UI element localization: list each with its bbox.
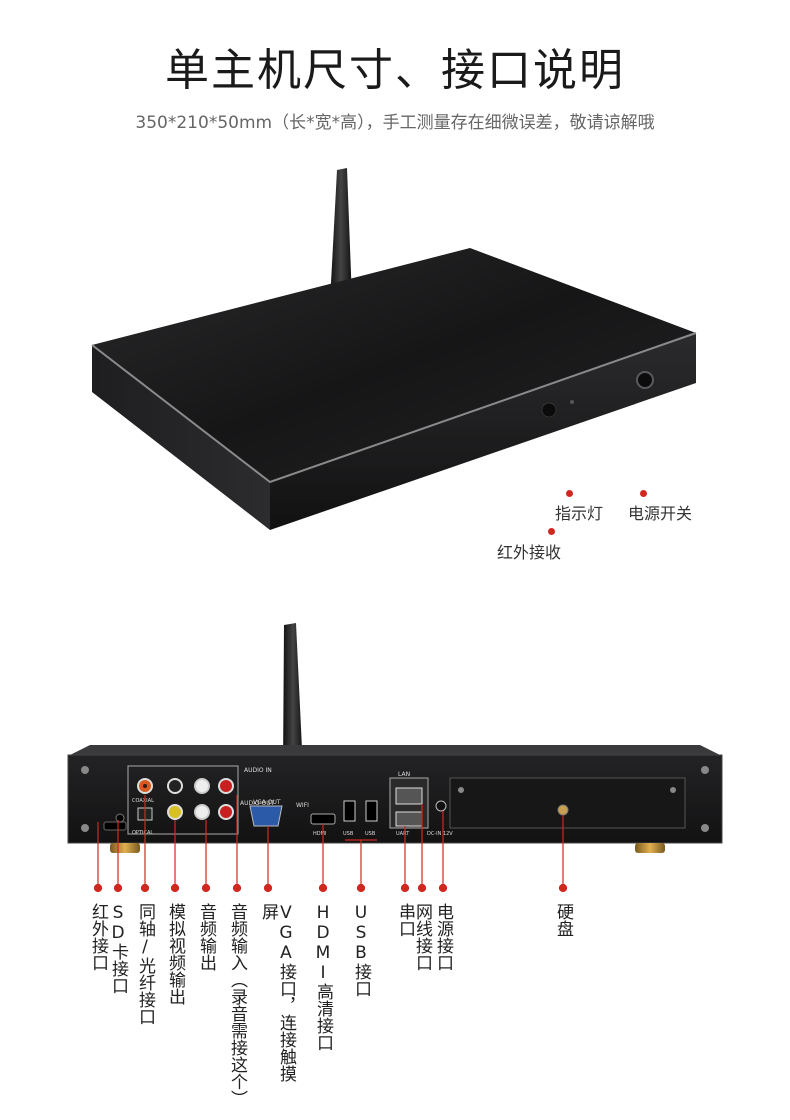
callout-ir-receiver: 红外接收 — [497, 543, 562, 562]
indicator-led — [570, 400, 574, 404]
silk-coaxial: COAXIAL — [132, 798, 154, 804]
device-left-side — [92, 345, 270, 530]
label-dc-port: 电源接口 — [433, 903, 453, 971]
silk-wifi: WIFI — [296, 802, 309, 809]
label-hdd: 硬盘 — [553, 903, 573, 937]
label-ir-port: 红外接口 — [88, 903, 108, 971]
silk-lan: LAN — [398, 771, 411, 778]
silk-usb-1: USB — [343, 831, 354, 837]
silk-audio-in: AUDIO IN — [244, 767, 272, 774]
silk-audio-out: AUDIO OUT — [240, 800, 275, 807]
page-title: 单主机尺寸、接口说明 — [165, 45, 625, 96]
callout-power-switch: 电源开关 — [628, 504, 693, 523]
device-top-photo — [91, 168, 697, 530]
label-hdmi-port: HDMI高清接口 — [313, 903, 333, 1051]
silk-usb-2: USB — [365, 831, 376, 837]
callout-indicator: 指示灯 — [555, 504, 604, 523]
device-front-face — [270, 333, 696, 530]
power-button — [636, 371, 654, 389]
callout-dot-ir — [548, 528, 555, 535]
label-lan-port: 网线接口 — [412, 903, 432, 971]
label-sd-port: SD卡接口 — [108, 903, 128, 994]
foot-right — [635, 843, 665, 853]
label-coax-optical-port: 同轴/光纤接口 — [135, 903, 155, 1025]
dimensions-subtitle: 350*210*50mm（长*宽*高），手工测量存在细微误差，敬请谅解哦 — [135, 113, 655, 133]
label-vga-port: VGA接口，连接触摸屏 — [258, 903, 296, 1082]
device-edge-highlight — [91, 332, 697, 484]
label-analog-video-out: 模拟视频输出 — [165, 903, 185, 1005]
label-audio-out: 音频输出 — [196, 903, 216, 971]
callout-dot-indicator — [566, 490, 573, 497]
label-uart-port: 串口 — [395, 903, 415, 937]
silk-hdmi: HDMI — [313, 831, 327, 837]
ir-window — [541, 402, 557, 418]
silk-dc: DC-IN 12V — [427, 831, 453, 837]
device-top-face — [92, 248, 696, 482]
silk-uart: UART — [396, 831, 410, 837]
label-audio-in: 音频输入（录音需接这个） — [227, 903, 247, 1107]
callout-dot-power — [640, 490, 647, 497]
label-usb-port: USB接口 — [351, 903, 371, 997]
silk-vga-out: VGA OUT — [253, 799, 281, 806]
silk-optical: OPTICAL — [132, 830, 154, 836]
